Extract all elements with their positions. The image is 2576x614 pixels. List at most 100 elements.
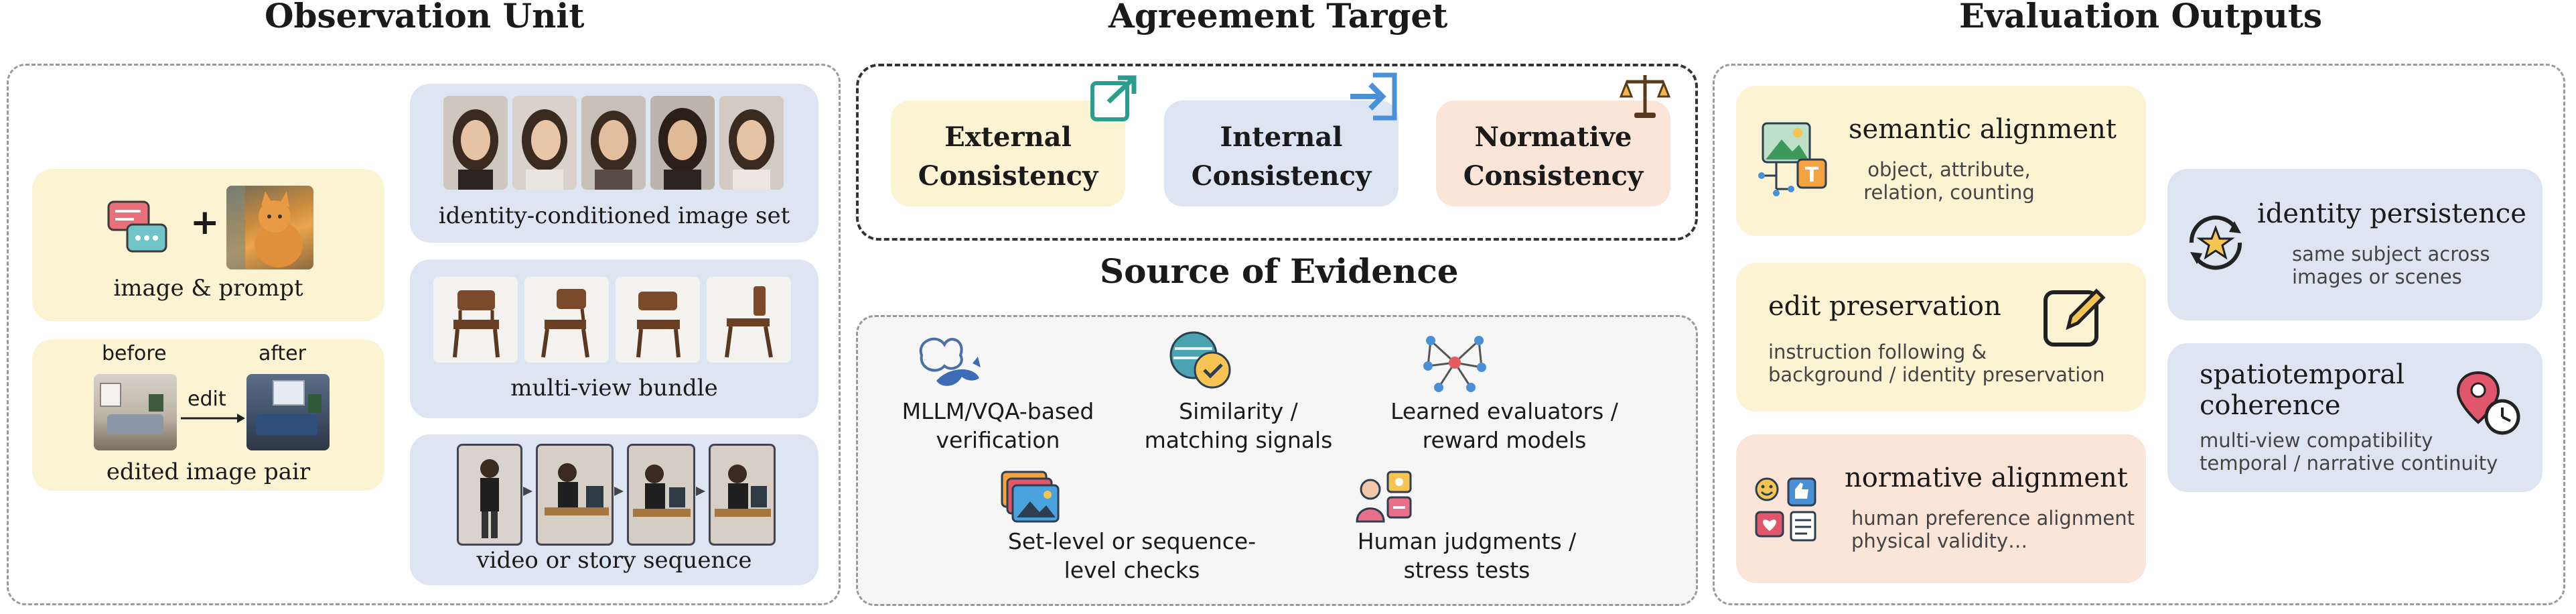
edited-pair-label: edited image pair [32, 458, 384, 485]
heading-agreement-target: Agreement Target [1108, 0, 1447, 36]
edit-pencil-icon [2042, 283, 2108, 350]
normative-alignment-card: normative alignment human preference ali… [1736, 434, 2146, 583]
story-arrow-3 [695, 485, 707, 497]
identity-desc-line-2: images or scenes [2292, 265, 2490, 288]
portrait-4 [650, 96, 715, 190]
before-room-photo [94, 374, 177, 450]
similarity-line-1: Similarity / [1128, 397, 1349, 426]
identity-image-strip [443, 96, 785, 190]
chair-view-4 [707, 277, 791, 363]
image-stack-icon [999, 469, 1061, 524]
learned-line-2: reward models [1370, 426, 1638, 454]
chair-view-3 [616, 277, 700, 363]
normative-line-2: Consistency [1436, 157, 1670, 196]
story-frame-3 [627, 444, 695, 546]
plus-sign: + [190, 202, 220, 243]
edit-desc-line-1: instruction following & [1768, 341, 2105, 363]
heading-observation-unit: Observation Unit [265, 0, 585, 36]
whale-brain-icon [910, 328, 983, 395]
human-line-1: Human judgments / [1340, 527, 1594, 556]
internal-line-2: Consistency [1164, 157, 1399, 196]
edit-preservation-desc: instruction following & background / ide… [1768, 341, 2105, 386]
semantic-desc-line-1: object, attribute, [1849, 158, 2050, 181]
spatiotemporal-title-line-1: spatiotemporal [2200, 359, 2405, 390]
identity-persistence-card: identity persistence same subject across… [2167, 169, 2543, 320]
spatiotemporal-title-line-2: coherence [2200, 390, 2405, 421]
internal-line-1: Internal [1164, 118, 1399, 157]
setlevel-line-2: level checks [985, 556, 1279, 585]
location-clock-icon [2455, 370, 2522, 437]
chat-bubbles-icon [107, 199, 169, 261]
video-story-label: video or story sequence [410, 547, 818, 574]
story-frame-1 [457, 444, 522, 546]
image-prompt-card: + image & prompt [32, 169, 384, 321]
spatiotemporal-card: spatiotemporal coherence multi-view comp… [2167, 343, 2543, 492]
network-nodes-icon [1423, 332, 1487, 393]
similarity-icon [1168, 328, 1235, 395]
edited-pair-card: before after edit edited image pair [32, 339, 384, 491]
spatiotemporal-desc-line-2: temporal / narrative continuity [2200, 452, 2498, 475]
before-label: before [102, 342, 167, 365]
story-arrow-2 [613, 485, 625, 497]
normative-desc-line-2: physical validity… [1851, 530, 2135, 552]
edit-label: edit [188, 387, 226, 411]
identity-set-card: identity-conditioned image set [410, 84, 818, 243]
human-judgment-icon [1352, 469, 1415, 524]
image-tag-icon: T [1756, 119, 1837, 200]
sign-in-icon [1346, 70, 1400, 123]
learned-line-1: Learned evaluators / [1370, 397, 1638, 426]
edit-preservation-title: edit preservation [1768, 291, 2001, 322]
external-link-icon [1088, 74, 1138, 123]
identity-persistence-desc: same subject across images or scenes [2292, 243, 2490, 288]
story-frame-2 [536, 444, 614, 546]
after-room-photo [246, 374, 330, 450]
edit-arrow-icon [180, 412, 246, 425]
story-arrow-1 [522, 485, 534, 497]
similarity-line-2: matching signals [1128, 426, 1349, 454]
normative-line-1: Normative [1436, 118, 1670, 157]
normative-desc-line-1: human preference alignment [1851, 507, 2135, 530]
portrait-5 [719, 96, 784, 190]
semantic-alignment-card: T semantic alignment object, attribute, … [1736, 86, 2146, 236]
scales-icon [1620, 70, 1670, 121]
setlevel-evidence-label: Set-level or sequence- level checks [985, 527, 1279, 585]
similarity-evidence-label: Similarity / matching signals [1128, 397, 1349, 454]
feedback-icons [1754, 476, 1820, 543]
heading-evaluation-outputs: Evaluation Outputs [1959, 0, 2322, 36]
edit-desc-line-2: background / identity preservation [1768, 363, 2105, 386]
video-story-card: video or story sequence [410, 434, 818, 585]
semantic-alignment-title: semantic alignment [1849, 114, 2117, 145]
svg-text:T: T [1805, 164, 1819, 187]
external-line-1: External [891, 118, 1125, 157]
spatiotemporal-title: spatiotemporal coherence [2200, 359, 2405, 421]
portrait-3 [581, 96, 646, 190]
story-frame-4 [709, 444, 776, 546]
semantic-desc-line-2: relation, counting [1849, 181, 2050, 204]
portrait-2 [512, 96, 577, 190]
semantic-alignment-desc: object, attribute, relation, counting [1849, 158, 2050, 204]
identity-set-label: identity-conditioned image set [410, 202, 818, 229]
chair-view-1 [433, 277, 518, 363]
human-evidence-label: Human judgments / stress tests [1340, 527, 1594, 585]
cycle-star-icon [2184, 210, 2248, 275]
chair-view-2 [524, 277, 609, 363]
learned-evidence-label: Learned evaluators / reward models [1370, 397, 1638, 454]
human-line-2: stress tests [1340, 556, 1594, 585]
image-prompt-label: image & prompt [32, 275, 384, 302]
heading-source-of-evidence: Source of Evidence [1100, 251, 1459, 291]
portrait-1 [443, 96, 508, 190]
after-label: after [259, 342, 306, 365]
spatiotemporal-desc-line-1: multi-view compatibility [2200, 429, 2498, 452]
external-line-2: Consistency [891, 157, 1125, 196]
edit-preservation-card: edit preservation instruction following … [1736, 263, 2146, 412]
spatiotemporal-desc: multi-view compatibility temporal / narr… [2200, 429, 2498, 475]
normative-alignment-title: normative alignment [1845, 463, 2128, 493]
multiview-card: multi-view bundle [410, 259, 818, 418]
mllm-line-2: verification [898, 426, 1098, 454]
chair-image-strip [433, 277, 795, 364]
normative-alignment-desc: human preference alignment physical vali… [1851, 507, 2135, 552]
setlevel-line-1: Set-level or sequence- [985, 527, 1279, 556]
mllm-line-1: MLLM/VQA-based [898, 397, 1098, 426]
story-frame-strip [457, 444, 772, 542]
identity-persistence-title: identity persistence [2257, 198, 2526, 229]
